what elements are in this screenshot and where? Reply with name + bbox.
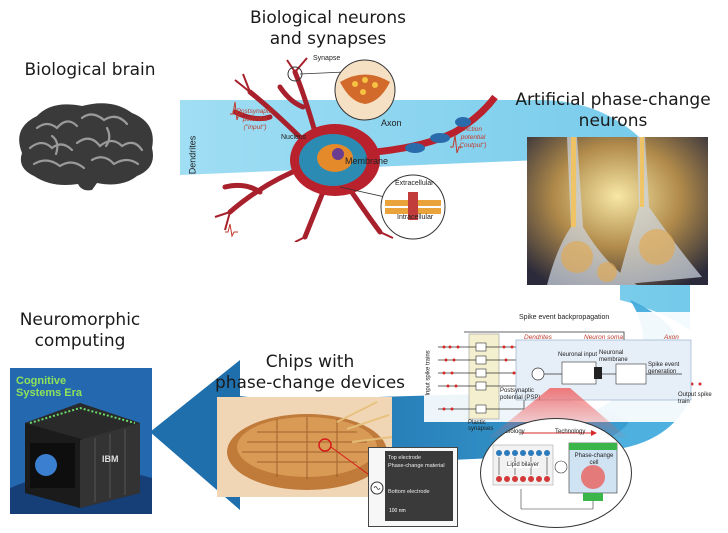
label-extracellular: Extracellular <box>395 180 434 187</box>
label-technology: Technology <box>555 429 586 435</box>
label-action-potential: Action potential ("output") <box>445 126 501 150</box>
label-art-neurons-line1: Artificial phase-change <box>515 90 711 110</box>
label-membrane: Membrane <box>345 156 389 166</box>
label-dendrites: Dendrites <box>187 135 198 175</box>
label-input-spikes: Input spike trains <box>425 350 432 396</box>
label-neuronal-membrane: Neuronal membrane <box>599 350 628 363</box>
ibm-logo: IBM <box>102 454 119 464</box>
chip-wafer-image <box>217 397 392 497</box>
label-phase-change-cell: Phase-change cell <box>571 453 617 467</box>
label-neuronal-input: Neuronal input <box>558 352 598 358</box>
label-backprop: Spike event backpropagation <box>519 314 610 321</box>
action-line3: ("output") <box>459 142 487 149</box>
artificial-neurons-image <box>527 137 708 285</box>
label-plastic-synapses: Plastic synapses <box>468 420 494 432</box>
label-chips-line1: Chips with <box>265 352 355 372</box>
label-bio-neurons-line2: and synapses <box>269 29 387 49</box>
layer-top-electrode: Top electrode <box>388 455 422 461</box>
label-neuromorphic-line2: computing <box>34 331 126 351</box>
pc-cell-line2: cell <box>589 460 599 466</box>
label-postsynaptic: Postsynaptic potential ("input") <box>225 108 285 132</box>
postsynaptic-line1: Postsynaptic <box>236 108 274 115</box>
axon <box>374 94 498 156</box>
postsynaptic-line3: ("input") <box>243 124 267 131</box>
label-nucleus: Nucleus <box>281 134 307 141</box>
supercomputer-render <box>10 368 152 514</box>
supercomputer-image: Cognitive Systems Era IBM <box>10 368 152 514</box>
action-line2: potential <box>460 134 486 141</box>
label-circuit-soma: Neuron soma <box>584 334 624 341</box>
layer-pcm: Phase-change material <box>388 463 445 469</box>
label-art-neurons-line2: neurons <box>578 111 648 131</box>
biology-technology-ellipse: Biology Technology Lipid bilayer Phase-c… <box>480 418 632 528</box>
layer-bottom-electrode: Bottom electrode <box>388 489 430 495</box>
layer-labels: Top electrode Phase-change material Bott… <box>388 454 450 496</box>
label-chips: Chips with phase-change devices <box>205 352 415 394</box>
action-line1: Action <box>463 126 483 133</box>
label-spike-generation: Spike event generation <box>648 362 680 375</box>
supercomputer-banner: Cognitive Systems Era <box>16 375 82 399</box>
tem-image <box>385 451 453 521</box>
label-output-spike: Output spike train <box>678 392 712 405</box>
device-cross-section: Top electrode Phase-change material Bott… <box>368 447 458 527</box>
label-bio-brain: Biological brain <box>24 60 156 80</box>
label-artificial-neurons: Artificial phase-change neurons <box>508 90 718 132</box>
circuit-lines <box>438 331 702 420</box>
label-circuit-dendrites: Dendrites <box>524 334 552 341</box>
neuron-illustration <box>214 57 498 243</box>
label-lipid-bilayer: Lipid bilayer <box>507 462 540 468</box>
brain-icon <box>19 103 154 191</box>
label-axon: Axon <box>381 118 402 128</box>
label-bio-neurons: Biological neurons and synapses <box>228 8 428 50</box>
scale-bar-label: 100 nm <box>389 508 406 514</box>
label-intracellular: Intracellular <box>397 214 434 221</box>
label-bio-neurons-line1: Biological neurons <box>250 8 406 28</box>
bio-tech-drawing <box>492 430 618 510</box>
neuron-diagram: Synapse Postsynaptic potential ("input")… <box>187 52 505 243</box>
banner-line1: Cognitive <box>16 375 67 387</box>
label-psp: Postsynaptic potential (PSP) <box>500 388 541 401</box>
label-neuromorphic-line1: Neuromorphic <box>19 310 141 330</box>
pc-cell-line1: Phase-change <box>574 453 614 459</box>
source-icon <box>370 481 384 495</box>
label-chips-line2: phase-change devices <box>214 373 406 393</box>
label-neuromorphic: Neuromorphic computing <box>0 310 160 352</box>
banner-line2: Systems Era <box>16 387 83 399</box>
label-circuit-axon: Axon <box>664 334 679 341</box>
postsynaptic-line2: potential <box>242 116 268 123</box>
label-synapse: Synapse <box>313 55 341 62</box>
label-biology: Biology <box>505 429 525 435</box>
